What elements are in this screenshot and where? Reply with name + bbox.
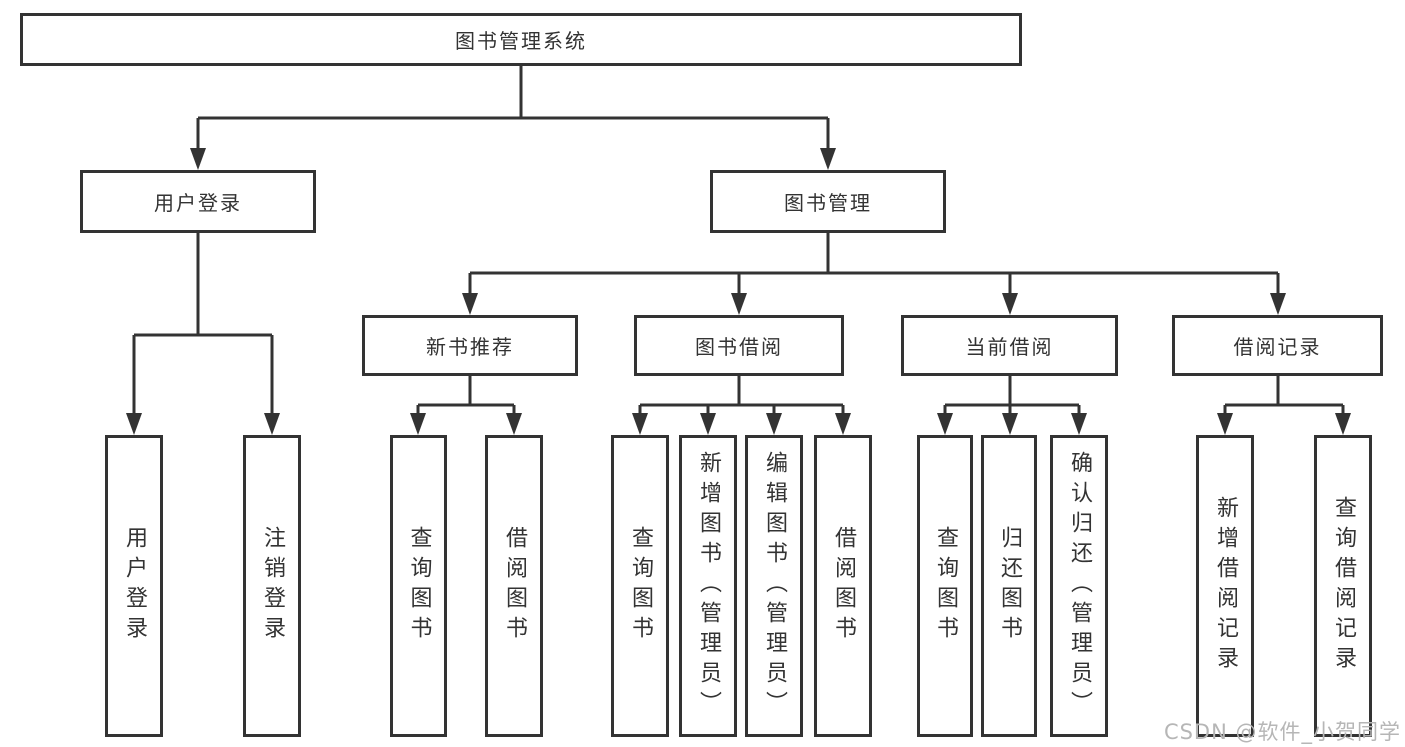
- arrowhead-current-borrow: [1002, 293, 1018, 315]
- leaf-current-query: 查询图书: [917, 435, 973, 737]
- leaf-user-login-login-label: 用户登录: [122, 526, 147, 646]
- arrowhead-book-borrow: [731, 293, 747, 315]
- node-current-borrow: 当前借阅: [901, 315, 1118, 376]
- leaf-borrow-query: 查询图书: [611, 435, 669, 737]
- leaf-current-confirm-label: 确认归还（管理员）: [1067, 451, 1092, 721]
- arrowhead-borrow-query: [632, 413, 648, 435]
- leaf-current-query-label: 查询图书: [933, 526, 958, 646]
- leaf-records-add: 新增借阅记录: [1196, 435, 1254, 737]
- connector-new-book-lines: [416, 376, 516, 431]
- connector-root-to-level2: [190, 66, 836, 170]
- connector-new-book-branch: [410, 376, 522, 435]
- node-current-borrow-label: 当前借阅: [965, 335, 1054, 359]
- connector-book-management-lines: [468, 233, 1280, 311]
- connector-borrow-records-lines: [1223, 376, 1345, 431]
- leaf-user-login-logout-label: 注销登录: [260, 526, 285, 646]
- leaf-newbook-query-label: 查询图书: [406, 526, 432, 646]
- arrowhead-current-query: [937, 413, 953, 435]
- node-book-borrow: 图书借阅: [634, 315, 844, 376]
- node-borrow-records-label: 借阅记录: [1233, 335, 1322, 359]
- leaf-records-add-label: 新增借阅记录: [1213, 496, 1238, 676]
- arrowhead-current-return: [1002, 413, 1018, 435]
- connector-root-lines: [196, 66, 830, 166]
- connector-book-management-branch: [462, 233, 1286, 315]
- node-user-login-label: 用户登录: [154, 191, 242, 215]
- leaf-borrow-query-label: 查询图书: [628, 526, 653, 646]
- node-new-book-recommend: 新书推荐: [362, 315, 578, 376]
- arrowhead-borrow-edit: [766, 413, 782, 435]
- arrowhead-leaf-login: [126, 413, 142, 435]
- leaf-user-login-logout: 注销登录: [243, 435, 301, 737]
- arrowhead-leaf-logout: [264, 413, 280, 435]
- node-root: 图书管理系统: [20, 13, 1022, 66]
- arrowhead-current-confirm: [1071, 413, 1087, 435]
- connector-user-login-lines: [132, 233, 274, 431]
- node-user-login: 用户登录: [80, 170, 316, 233]
- node-book-management-label: 图书管理: [784, 191, 872, 215]
- leaf-borrow-edit-label: 编辑图书（管理员）: [762, 451, 787, 721]
- leaf-records-query-label: 查询借阅记录: [1331, 496, 1356, 676]
- node-root-label: 图书管理系统: [455, 29, 587, 53]
- arrowhead-borrow-borrow: [835, 413, 851, 435]
- leaf-borrow-add: 新增图书（管理员）: [679, 435, 737, 737]
- csdn-watermark: CSDN @软件_小贺同学: [1163, 720, 1401, 744]
- node-borrow-records: 借阅记录: [1172, 315, 1383, 376]
- node-new-book-recommend-label: 新书推荐: [426, 335, 514, 359]
- leaf-newbook-borrow-label: 借阅图书: [502, 526, 527, 646]
- leaf-borrow-edit: 编辑图书（管理员）: [745, 435, 803, 737]
- arrowhead-records-add: [1217, 413, 1233, 435]
- arrowhead-book-management: [820, 148, 836, 170]
- connector-borrow-records-branch: [1217, 376, 1351, 435]
- leaf-current-return: 归还图书: [981, 435, 1037, 737]
- arrowhead-new-book-recommend: [462, 293, 478, 315]
- connector-user-login-branch: [126, 233, 280, 435]
- connector-current-borrow-branch: [937, 376, 1087, 435]
- leaf-newbook-borrow: 借阅图书: [485, 435, 543, 737]
- node-book-borrow-label: 图书借阅: [695, 335, 783, 359]
- leaf-borrow-borrow-label: 借阅图书: [831, 526, 856, 646]
- arrowhead-borrow-add: [700, 413, 716, 435]
- leaf-user-login-login: 用户登录: [105, 435, 163, 737]
- node-book-management: 图书管理: [710, 170, 946, 233]
- arrowhead-records-query: [1335, 413, 1351, 435]
- arrowhead-newbook-query: [410, 413, 426, 435]
- arrowhead-borrow-records: [1270, 293, 1286, 315]
- connector-book-borrow-branch: [632, 376, 851, 435]
- arrowhead-user-login: [190, 148, 206, 170]
- leaf-records-query: 查询借阅记录: [1314, 435, 1372, 737]
- connector-book-borrow-lines: [638, 376, 845, 431]
- leaf-borrow-borrow: 借阅图书: [814, 435, 872, 737]
- arrowhead-newbook-borrow: [506, 413, 522, 435]
- leaf-current-return-label: 归还图书: [997, 526, 1022, 646]
- leaf-borrow-add-label: 新增图书（管理员）: [696, 451, 721, 721]
- leaf-current-confirm: 确认归还（管理员）: [1050, 435, 1108, 737]
- leaf-newbook-query: 查询图书: [390, 435, 447, 737]
